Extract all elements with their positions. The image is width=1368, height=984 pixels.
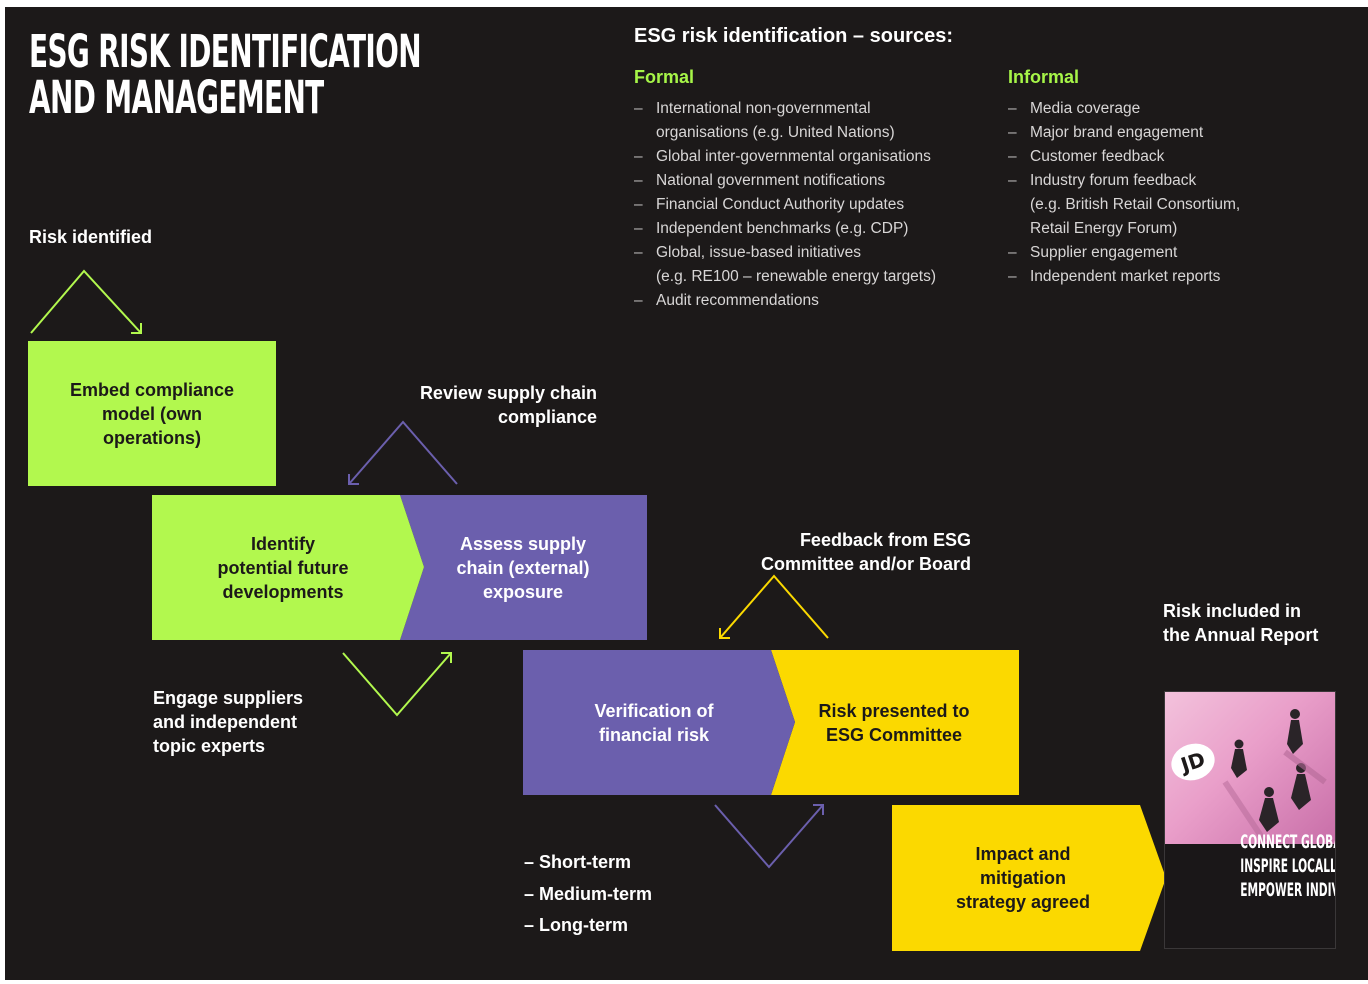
impact-shape — [892, 805, 1166, 951]
cover-figures-image — [1222, 709, 1327, 844]
formal-item: Financial Conduct Authority updates — [634, 193, 936, 217]
formal-heading: Formal — [634, 67, 695, 87]
engage-line-2: and independent — [153, 712, 297, 732]
impact-line-1: Impact and — [975, 844, 1071, 864]
chevron-arrow-green-icon — [342, 652, 452, 717]
presented-line-2: ESG Committee — [825, 724, 962, 745]
chevron-arrow-purple-icon — [348, 420, 458, 485]
assess-line-2: chain (external) — [456, 557, 590, 578]
risk-identified-label: Risk identified — [29, 227, 153, 247]
review-supply-chain-label: Review supply chain compliance — [385, 381, 597, 429]
diagram-panel: ESG RISK IDENTIFICATION AND MANAGEMENT E… — [5, 7, 1368, 980]
annual-report-label: Risk included in the Annual Report — [1163, 599, 1318, 647]
verification-line-1: Verification of — [594, 700, 714, 721]
formal-item: National government notifications — [634, 169, 936, 193]
review-line-1: Review supply chain — [419, 383, 597, 403]
title-line-2: AND MANAGEMENT — [29, 71, 324, 124]
informal-item: Media coverage — [1008, 97, 1240, 121]
informal-item: (e.g. British Retail Consortium, — [1030, 196, 1241, 213]
engage-line-1: Engage suppliers — [153, 688, 304, 708]
identify-line-1: Identify — [250, 533, 315, 554]
verification-box: Verification of financial risk — [523, 650, 785, 795]
informal-item: Independent market reports — [1008, 265, 1240, 289]
term-short: – Short-term — [524, 852, 632, 872]
annual-line-1: Risk included in — [1163, 601, 1302, 621]
presented-box: Risk presented to ESG Committee — [789, 650, 999, 795]
impact-box: Impact and mitigation strategy agreed — [892, 805, 1154, 951]
embed-line-1: Embed compliance — [69, 379, 235, 400]
term-long: – Long-term — [524, 915, 629, 935]
assess-line-1: Assess supply — [459, 533, 587, 554]
sources-heading: ESG risk identification – sources: — [634, 25, 953, 47]
engage-line-3: topic experts — [153, 736, 266, 756]
verification-presented-shape — [523, 650, 1019, 795]
cover-slogan: CONNECT GLOBALLY, INSPIRE LOCALLY, EMPOW… — [1240, 830, 1336, 902]
formal-item: Independent benchmarks (e.g. CDP) — [634, 217, 936, 241]
chevron-arrow-green-icon — [30, 269, 142, 334]
informal-list: Media coverage Major brand engagement Cu… — [1008, 97, 1240, 289]
terms-list: – Short-term – Medium-term – Long-term — [524, 847, 652, 942]
assess-box: Assess supply chain (external) exposure — [425, 495, 621, 640]
formal-list: International non-governmental organisat… — [634, 97, 936, 313]
verification-line-2: financial risk — [598, 724, 710, 745]
formal-item: International non-governmental — [634, 97, 936, 121]
chevron-arrow-yellow-icon — [719, 574, 829, 639]
embed-line-2: model (own — [102, 403, 202, 424]
identify-box: Identify potential future developments — [152, 495, 414, 640]
title-line-1: ESG RISK IDENTIFICATION — [29, 25, 422, 78]
informal-item: Retail Energy Forum) — [1030, 220, 1178, 237]
identify-assess-shape — [152, 495, 647, 640]
formal-item: Audit recommendations — [634, 289, 936, 313]
informal-heading: Informal — [1008, 67, 1080, 87]
feedback-line-2: Committee and/or Board — [760, 554, 971, 574]
cover-line-2: INSPIRE LOCALLY, — [1240, 855, 1336, 877]
assess-line-3: exposure — [482, 581, 564, 602]
informal-item: Industry forum feedback — [1008, 169, 1240, 193]
review-line-2: compliance — [497, 407, 597, 427]
chevron-arrow-purple-icon — [714, 804, 824, 869]
impact-line-3: strategy agreed — [955, 892, 1091, 912]
impact-line-2: mitigation — [980, 868, 1066, 888]
page-title: ESG RISK IDENTIFICATION AND MANAGEMENT — [29, 25, 422, 124]
informal-item: Supplier engagement — [1008, 241, 1240, 265]
annual-line-2: the Annual Report — [1163, 625, 1319, 645]
feedback-label: Feedback from ESG Committee and/or Board — [705, 528, 971, 576]
identify-line-2: potential future — [217, 557, 349, 578]
annual-report-cover-image: JD CONNECT GLOBALLY, INSPIRE LOCALLY, EM… — [1164, 691, 1336, 949]
feedback-line-1: Feedback from ESG — [799, 530, 971, 550]
formal-item: organisations (e.g. United Nations) — [656, 124, 895, 141]
formal-item: (e.g. RE100 – renewable energy targets) — [656, 268, 937, 285]
embed-line-3: operations) — [102, 427, 201, 448]
term-medium: – Medium-term — [524, 883, 653, 904]
identify-line-3: developments — [222, 581, 344, 602]
formal-item: Global inter-governmental organisations — [634, 145, 936, 169]
informal-item: Major brand engagement — [1008, 121, 1240, 145]
formal-item: Global, issue-based initiatives — [634, 241, 936, 265]
cover-line-1: CONNECT GLOBALLY, — [1240, 831, 1335, 853]
embed-compliance-box: Embed compliance model (own operations) — [28, 341, 276, 486]
cover-line-3: EMPOWER INDIVIDUALLY. — [1240, 879, 1335, 901]
engage-label: Engage suppliers and independent topic e… — [153, 686, 303, 758]
informal-item: Customer feedback — [1008, 145, 1240, 169]
presented-line-1: Risk presented to — [818, 700, 970, 721]
